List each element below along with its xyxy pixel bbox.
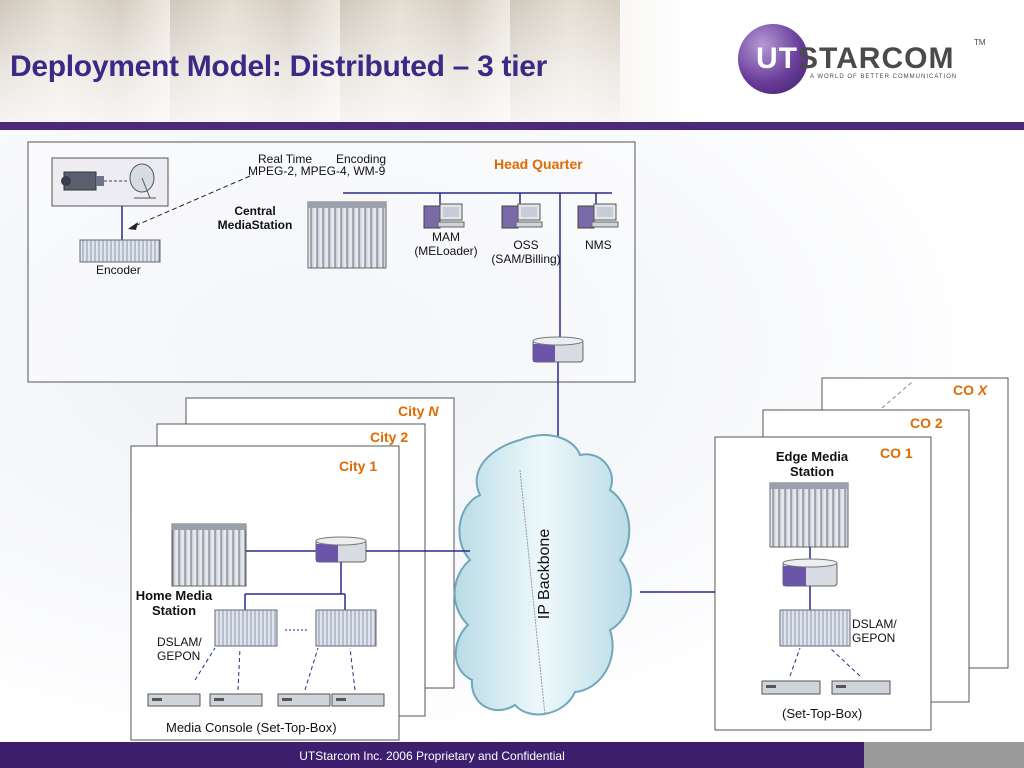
co-1-label: CO 1 <box>880 445 913 461</box>
satellite-dish-icon <box>129 163 156 199</box>
nms-computer-icon <box>577 203 619 229</box>
header-banner <box>0 0 1024 122</box>
co-stb-1-icon <box>761 680 821 695</box>
central-line2: MediaStation <box>217 218 293 232</box>
co-dslam-line2: GEPON <box>852 631 896 645</box>
footer-gray-block <box>864 742 1024 768</box>
ip-backbone-cloud <box>453 434 632 716</box>
header-photo <box>0 0 620 122</box>
oss-line2: (SAM/Billing) <box>491 252 561 266</box>
edge-line2: Station <box>789 464 835 479</box>
mam-label: MAM(MELoader) <box>404 230 488 258</box>
ip-backbone-label: IP Backbone <box>536 528 553 620</box>
city-dslam-line1: DSLAM/ <box>157 635 202 649</box>
edge-line1: Edge Media <box>775 449 849 464</box>
co-stb-label: (Set-Top-Box) <box>782 706 863 721</box>
co-2-label: CO 2 <box>910 415 943 431</box>
footer-text: UTStarcom Inc. 2006 Proprietary and Conf… <box>299 749 565 763</box>
city-1-box <box>130 445 400 741</box>
stb-2-icon <box>209 693 263 707</box>
home-line1: Home Media <box>135 588 213 603</box>
header-divider <box>0 122 1024 130</box>
head-quarter-label: Head Quarter <box>494 156 583 172</box>
city-n-prefix: City <box>398 403 429 419</box>
utstarcom-logo: UTSTARCOM TM A WORLD OF BETTER COMMUNICA… <box>738 24 998 94</box>
city-dslam-2-icon <box>315 609 377 647</box>
slide-title: Deployment Model: Distributed – 3 tier <box>10 50 548 83</box>
home-line2: Station <box>151 603 197 618</box>
edge-media-station-icon <box>769 482 849 548</box>
formats-label: MPEG-2, MPEG-4, WM-9 <box>248 164 386 178</box>
logo-tm: TM <box>974 38 986 47</box>
city-n-suffix: N <box>428 403 439 419</box>
city-2-label: City 2 <box>370 429 409 445</box>
co-x-suffix: X <box>977 382 988 398</box>
city-n-label: City N <box>398 403 438 419</box>
oss-line1: OSS <box>513 238 539 252</box>
encoder-label: Encoder <box>96 263 141 277</box>
home-media-station-icon <box>171 523 247 587</box>
oss-label: OSS(SAM/Billing) <box>478 238 574 266</box>
arrow-head-icon <box>128 222 138 230</box>
camera-icon <box>61 171 104 191</box>
co-stb-2-icon <box>831 680 891 695</box>
real-time-label: Real Time <box>258 152 313 166</box>
encoder-icon <box>79 239 161 263</box>
logo-wordmark: UTSTARCOM <box>756 42 954 76</box>
stb-1-icon <box>147 693 201 707</box>
media-console-label: Media Console (Set-Top-Box) <box>166 720 337 735</box>
stb-3-icon <box>277 693 331 707</box>
logo-tagline: A WORLD OF BETTER COMMUNICATION <box>810 74 958 80</box>
city-dslam-label: DSLAM/GEPON <box>157 635 202 663</box>
mam-computer-icon <box>423 203 465 229</box>
footer-bar <box>0 742 864 768</box>
co-router-icon <box>782 558 838 587</box>
nms-label: NMS <box>585 238 612 252</box>
city-dslam-1-icon <box>214 609 278 647</box>
stb-4-icon <box>331 693 385 707</box>
mam-line1: MAM <box>432 230 460 244</box>
oss-computer-icon <box>501 203 543 229</box>
co-x-label: CO X <box>953 382 987 398</box>
city-dslam-line2: GEPON <box>157 649 201 663</box>
logo-circle <box>738 24 808 94</box>
central-line1: Central <box>234 204 276 218</box>
hq-router-icon <box>532 336 584 363</box>
stream-arrow <box>129 175 251 229</box>
mam-line2: (MELoader) <box>414 244 478 258</box>
logo-starcom: STARCOM <box>798 42 955 75</box>
city-1-label: City 1 <box>339 458 378 474</box>
co-dslam-label: DSLAM/GEPON <box>852 617 897 645</box>
central-mediastation-icon <box>307 201 387 269</box>
logo-ut: UT <box>756 42 798 75</box>
co-x-prefix: CO <box>953 382 978 398</box>
co-dslam-line1: DSLAM/ <box>852 617 897 631</box>
encoding-label: Encoding <box>336 152 387 166</box>
city-router-icon <box>315 536 367 563</box>
co-dslam-icon <box>779 609 851 647</box>
